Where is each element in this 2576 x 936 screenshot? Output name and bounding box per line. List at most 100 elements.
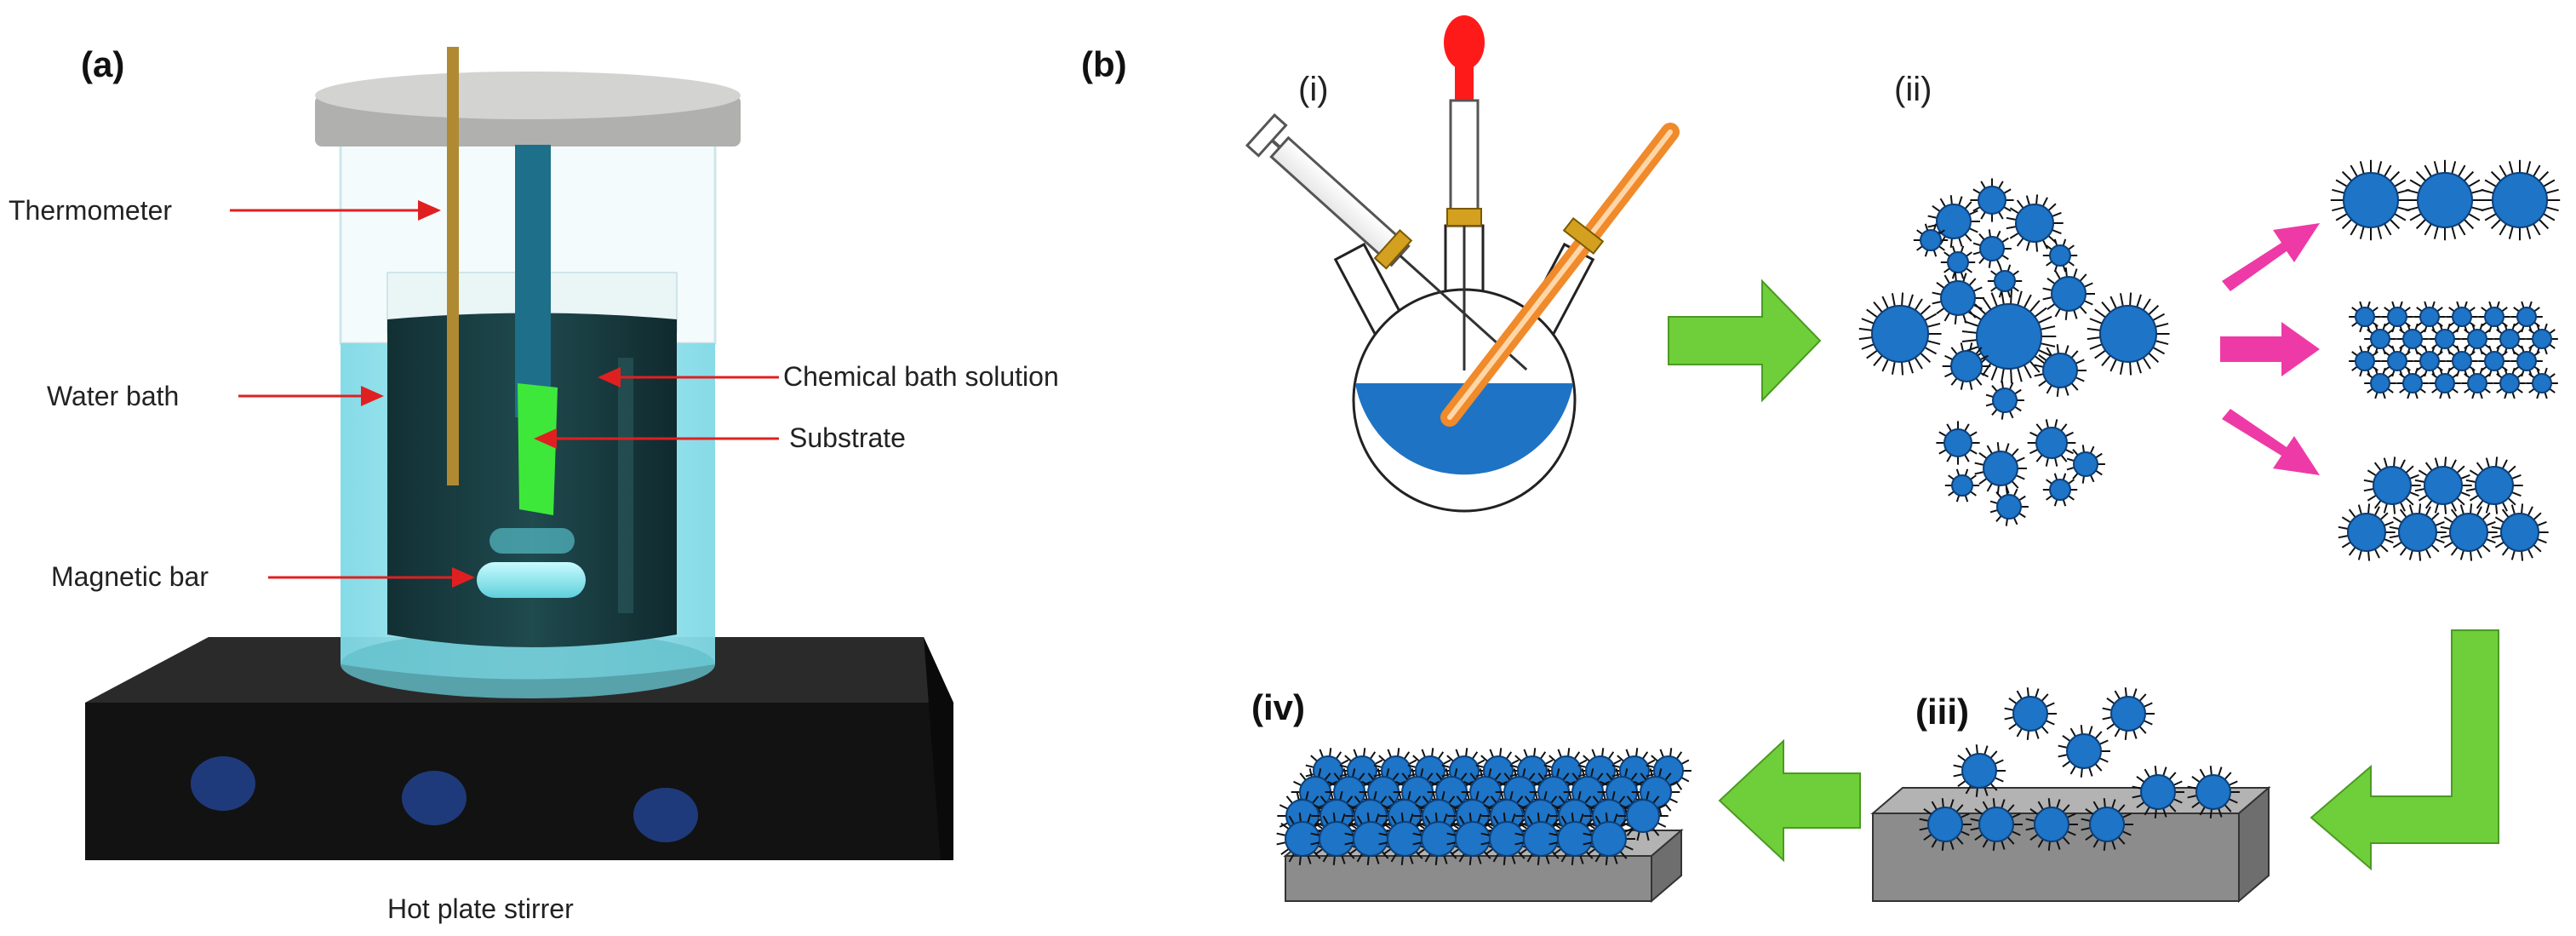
nanoparticle: [1989, 487, 2029, 526]
nanoparticle: [1970, 798, 2023, 851]
arrow-iii-to-iv: [1718, 738, 1861, 863]
nanoparticle: [2396, 323, 2429, 355]
chemical-bath-solution-label: Chemical bath solution: [783, 361, 1059, 392]
nanoparticle: [2404, 159, 2486, 241]
nanoparticle: [2081, 798, 2133, 851]
particles-clustered: [2349, 301, 2558, 399]
nanoparticle: [2491, 503, 2549, 561]
nanoparticle: [2363, 457, 2421, 514]
nanoparticle: [2478, 301, 2510, 333]
nanoparticle: [1913, 223, 1949, 257]
nanoparticle: [1972, 229, 2012, 268]
nanoparticle: [2440, 503, 2498, 561]
nanoparticle: [1944, 468, 1980, 502]
magnetic-bar: [477, 562, 586, 598]
nanoparticle: [1858, 292, 1942, 376]
nanoparticle: [2381, 345, 2413, 377]
nanoparticle: [2526, 367, 2558, 399]
nanoparticle: [2349, 301, 2381, 333]
nanoparticle: [1970, 178, 2014, 222]
nanoparticle-dispersion: [1858, 178, 2170, 526]
nanoparticle: [2429, 323, 2461, 355]
water-bath-label: Water bath: [47, 381, 179, 411]
lid: [315, 72, 741, 146]
nanoparticle: [2349, 345, 2381, 377]
nanoparticle: [1276, 813, 1329, 865]
nanoparticle: [1974, 442, 2027, 495]
flask-thermometer: [1440, 123, 1680, 427]
nanoparticle: [2042, 238, 2078, 273]
hot-plate-stirrer-label: Hot plate stirrer: [387, 893, 574, 924]
beaker-bottom: [341, 630, 715, 698]
nanoparticle: [1344, 813, 1397, 865]
nanoparticle: [2479, 159, 2561, 241]
nanoparticle: [1940, 245, 1976, 279]
step-i-label: (i): [1298, 71, 1329, 108]
nanoparticle: [1919, 798, 1972, 851]
hot-plate-knob-right: [633, 788, 698, 842]
panel-a-label: (a): [81, 44, 124, 84]
substrate-holder: [515, 145, 551, 417]
nanoparticle: [1378, 813, 1431, 865]
nanoparticle: [1985, 381, 2024, 420]
nanoparticle: [2034, 344, 2087, 397]
hot-plate-knob-middle: [402, 771, 467, 825]
arrow-ii-to-iii: [2310, 629, 2499, 871]
nanoparticle: [2330, 159, 2412, 241]
nanoparticle: [2102, 687, 2155, 740]
nanoparticle: [1953, 744, 2006, 797]
nanoparticle: [2187, 766, 2240, 818]
step-iv-label: (iv): [1251, 687, 1305, 727]
nanoparticle: [2493, 323, 2526, 355]
step-iii-label: (iii): [1915, 692, 1969, 732]
branch-arrows: [2220, 223, 2320, 475]
nanoparticle: [2493, 367, 2526, 399]
nanoparticle: [2025, 798, 2078, 851]
branch-arrow-top: [2222, 223, 2320, 291]
nanoparticle: [2132, 766, 2184, 818]
nanoparticle: [2446, 301, 2478, 333]
nanoparticle: [2381, 301, 2413, 333]
step-i: (i): [1245, 15, 1680, 513]
nanoparticle: [2066, 445, 2105, 484]
hot-plate-knob-left: [191, 756, 255, 811]
nanoparticle: [2338, 503, 2396, 561]
nanoparticle: [2510, 301, 2543, 333]
particle-film: [1276, 748, 1692, 865]
panel-a: (a): [9, 44, 1059, 924]
nanoparticle: [1936, 421, 1980, 465]
nanoparticle: [1932, 272, 1984, 324]
nanoparticle: [2364, 367, 2396, 399]
nanoparticle: [2389, 503, 2447, 561]
substrate: [518, 383, 558, 515]
nanoparticle: [2396, 367, 2429, 399]
nanoparticle: [2058, 725, 2110, 778]
dropper: [1444, 15, 1485, 370]
nanoparticle: [1617, 790, 1669, 841]
lid-top: [315, 72, 741, 119]
branch-arrow-middle: [2220, 322, 2320, 376]
flask-liquid: [1355, 383, 1573, 475]
nanoparticle: [2087, 292, 2170, 376]
nanoparticle: [2027, 419, 2076, 467]
nanoparticle: [2042, 473, 2078, 507]
nanoparticle: [2526, 323, 2558, 355]
substrate-label: Substrate: [789, 422, 906, 453]
nanoparticle: [1942, 342, 1991, 390]
nanoparticle: [1987, 264, 2023, 298]
arrow-i-to-ii: [1668, 279, 1822, 403]
nanoparticle: [2461, 367, 2493, 399]
nanoparticle: [2042, 267, 2095, 320]
nanoparticle: [2446, 345, 2478, 377]
nanoparticle: [2429, 367, 2461, 399]
nanoparticle: [2004, 687, 2057, 740]
panel-b-label: (b): [1081, 44, 1127, 84]
particles-adsorbing: [1919, 687, 2240, 851]
nanoparticle: [1583, 813, 1635, 865]
thermometer-rod: [447, 47, 459, 485]
nanoparticle: [1927, 195, 1980, 248]
nanoparticle: [2510, 345, 2543, 377]
nanoparticle: [2465, 457, 2523, 514]
particles-separated: [2330, 159, 2561, 241]
